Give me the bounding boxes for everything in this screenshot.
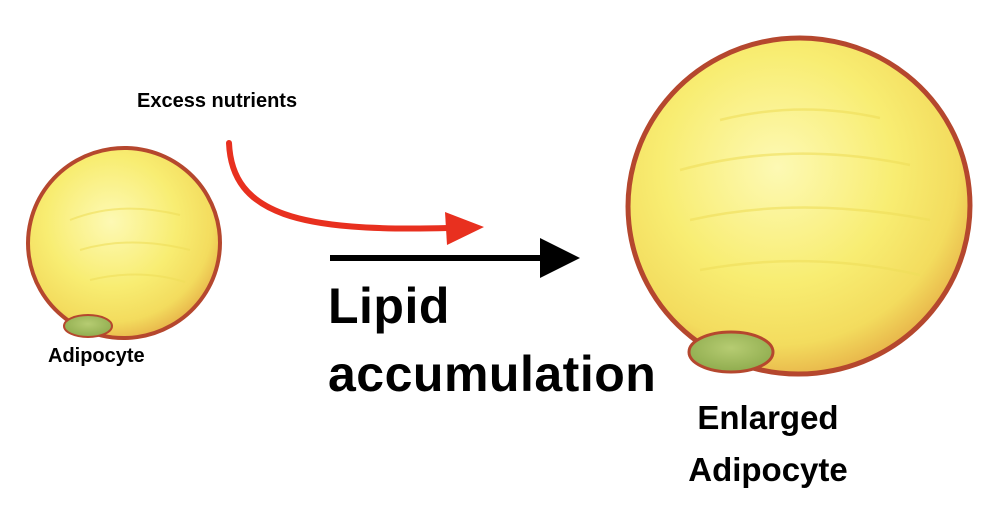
lipid-accumulation-line2: accumulation — [328, 346, 657, 402]
small-adipocyte-nucleus — [63, 314, 113, 338]
enlarged-adipocyte — [625, 35, 973, 377]
enlarged-adipocyte-texture — [679, 108, 931, 277]
enlarged-adipocyte-line1: Enlarged — [697, 399, 839, 436]
adipocyte-label: Adipocyte — [48, 345, 145, 367]
enlarged-adipocyte-body — [625, 35, 973, 377]
nutrient-arrowhead — [445, 212, 484, 245]
enlarged-adipocyte-label: Enlarged Adipocyte — [668, 392, 868, 496]
small-adipocyte-texture — [69, 207, 191, 283]
enlarged-adipocyte-nucleus — [687, 330, 775, 374]
small-adipocyte — [26, 145, 222, 341]
nutrient-arrow — [226, 140, 451, 232]
enlarged-adipocyte-line2: Adipocyte — [688, 451, 848, 488]
process-arrowhead — [540, 238, 580, 278]
lipid-accumulation-line1: Lipid — [328, 278, 450, 334]
lipid-accumulation-label: Lipid accumulation — [328, 272, 656, 408]
excess-nutrients-label: Excess nutrients — [137, 90, 298, 112]
